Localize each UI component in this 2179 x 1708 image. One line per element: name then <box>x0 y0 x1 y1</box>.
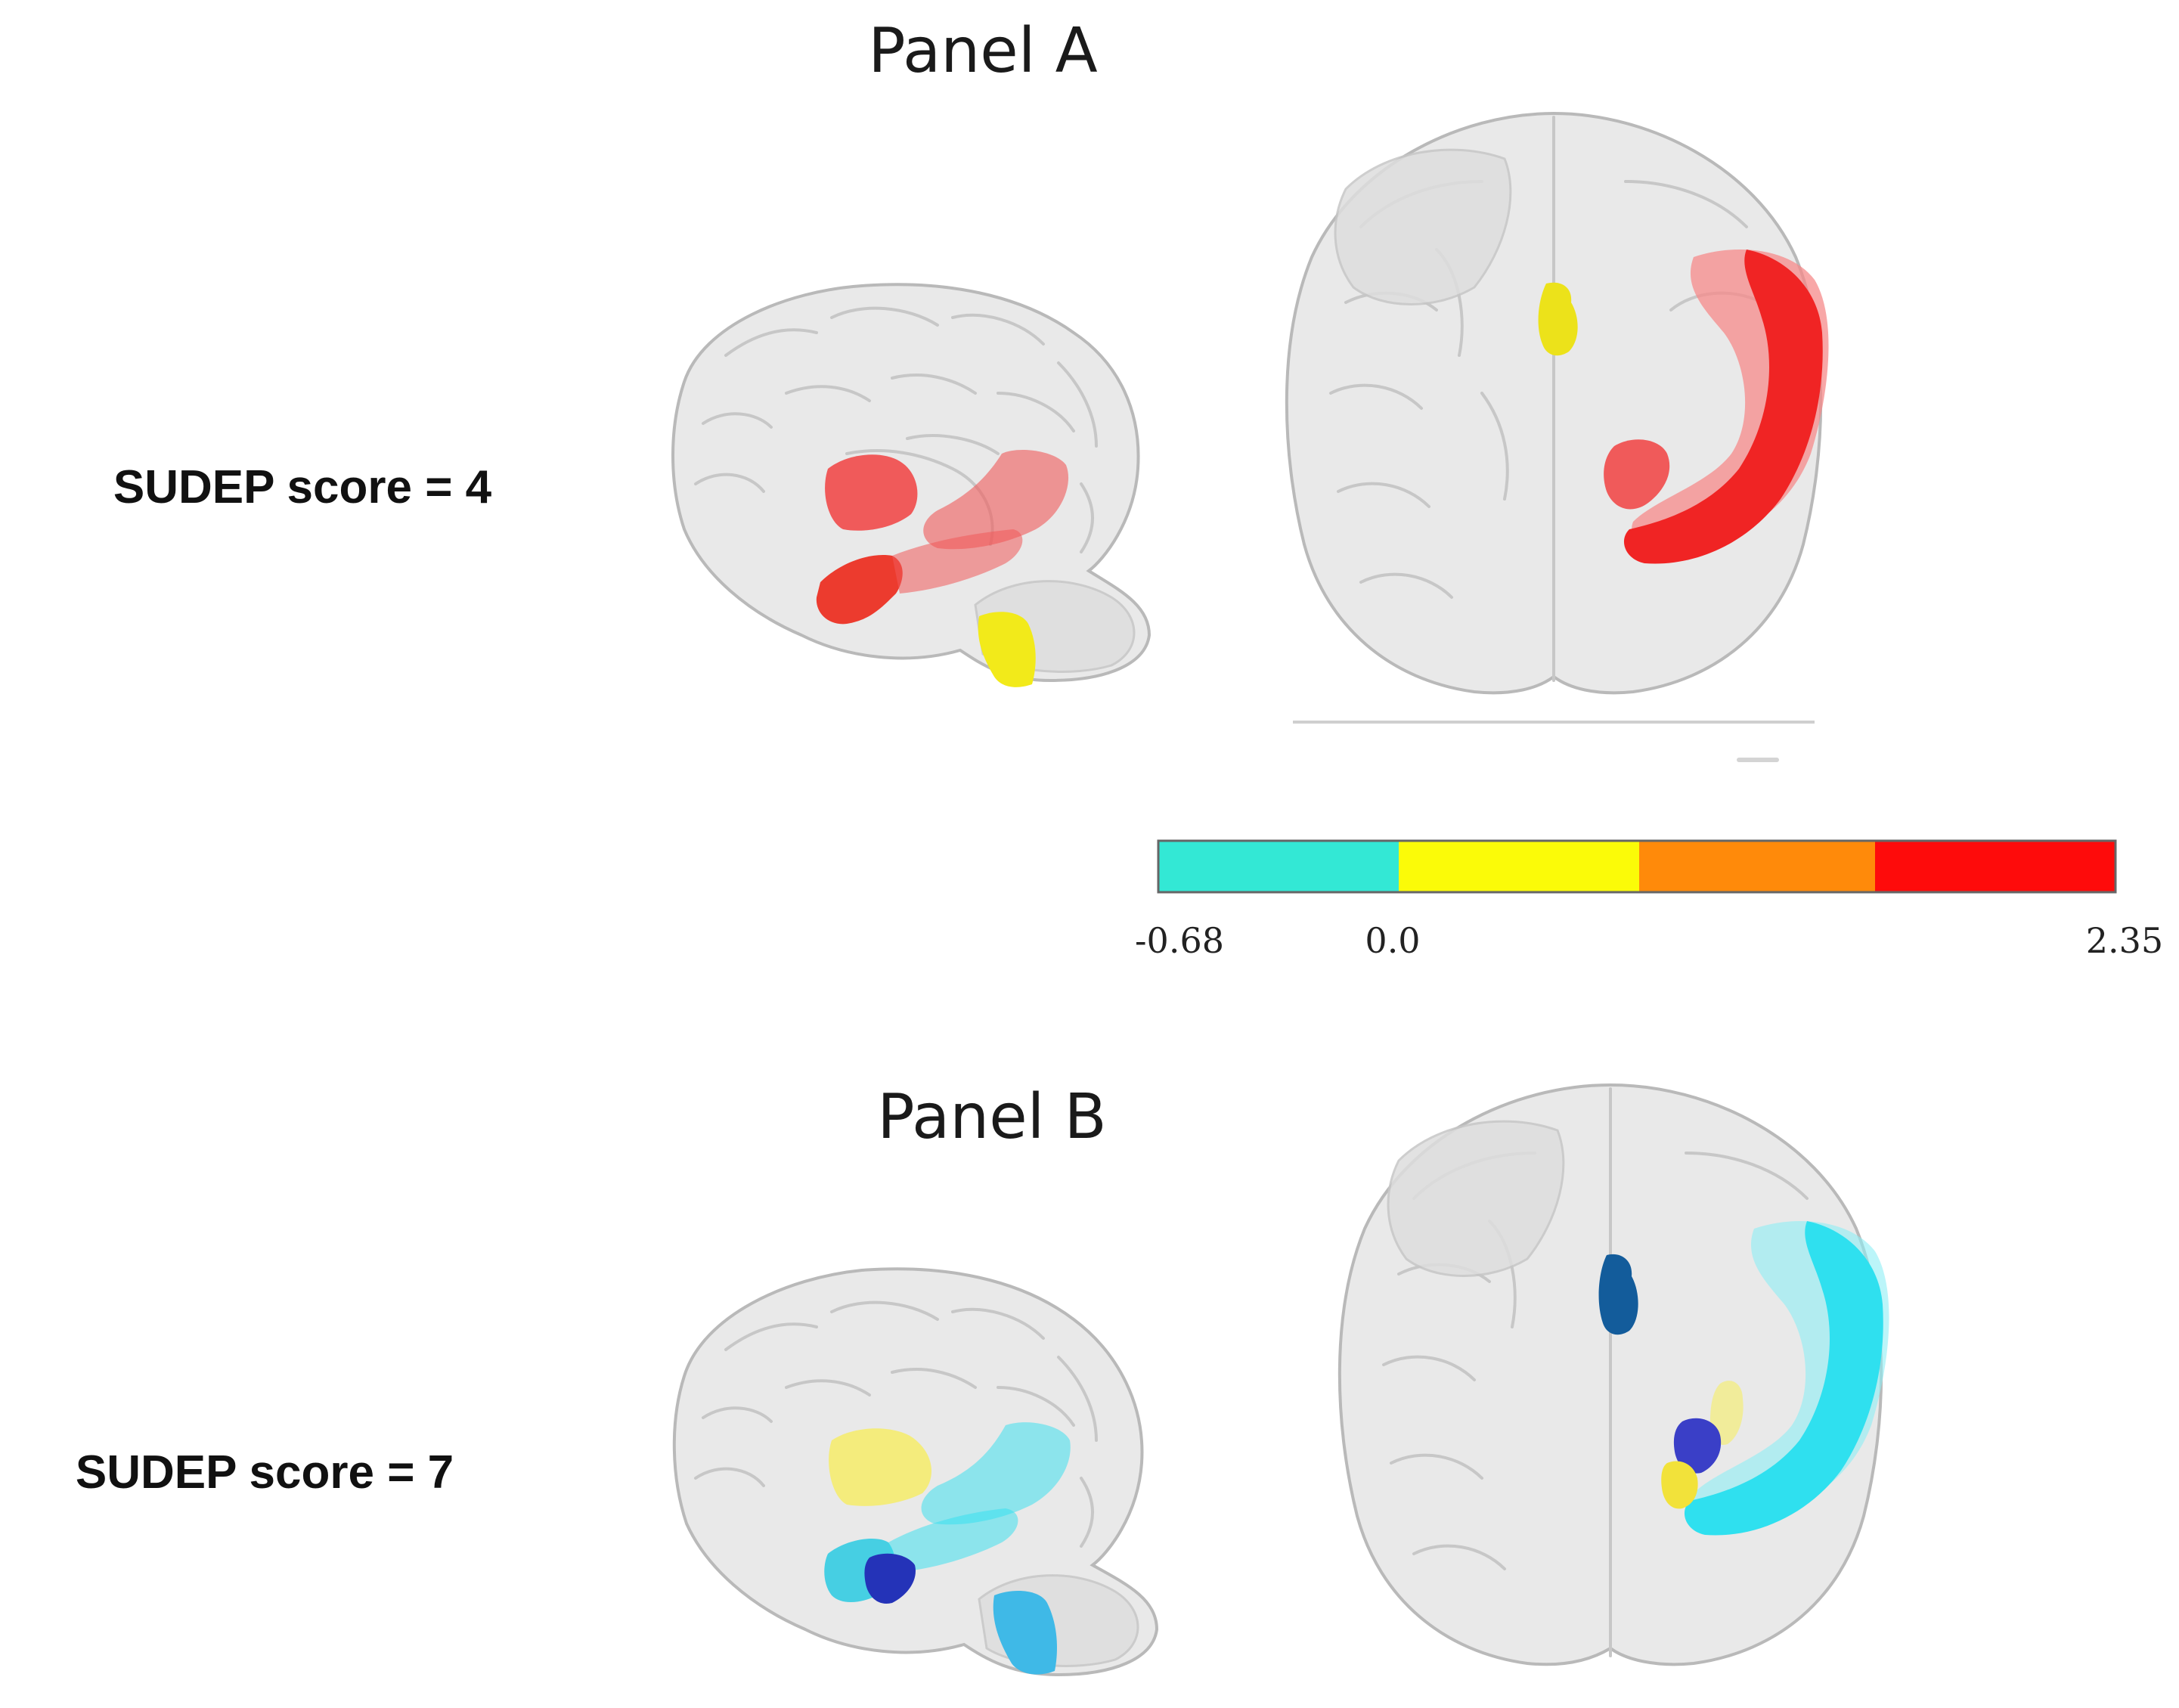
panel-b-title: Panel B <box>877 1081 1107 1153</box>
colorbar-segment-orange <box>1639 841 1875 892</box>
region-posterior-structure <box>978 612 1036 687</box>
region-posterior-structure <box>993 1591 1057 1675</box>
region-temporal-arc <box>1623 250 1823 564</box>
region-insula-posterior <box>923 450 1069 550</box>
panel-a-title: Panel A <box>868 15 1097 87</box>
region-small-structure-mid <box>1673 1418 1722 1474</box>
panel-a-axial-regions <box>1538 250 1829 564</box>
colorbar-tick-min: -0.68 <box>1135 920 1224 961</box>
sagittal-gyri-lines <box>694 1300 1098 1548</box>
colorbar-frame <box>1157 839 2117 894</box>
sagittal-gyri-lines <box>694 306 1098 553</box>
panel-b-sagittal-regions <box>824 1422 1071 1675</box>
colorbar: -0.68 0.0 2.35 <box>1135 839 2163 961</box>
region-temporal-arc <box>1684 1221 1883 1536</box>
colorbar-segment-yellow <box>1399 841 1639 892</box>
axial-frontal-lobe-left <box>1387 1120 1565 1277</box>
region-hippocampus-tail <box>888 1508 1018 1573</box>
region-insula-posterior <box>921 1422 1071 1525</box>
region-insula <box>829 1428 931 1506</box>
region-deep-structure <box>864 1553 916 1604</box>
region-midline-structure <box>1538 282 1578 356</box>
colorbar-tick-max: 2.35 <box>2086 920 2163 961</box>
panel-a-score-label: SUDEP score = 4 <box>113 461 492 513</box>
panel-b-axial-regions <box>1598 1221 1889 1536</box>
region-amygdala-hippocampus <box>816 555 903 625</box>
region-small-structure-top <box>1709 1381 1744 1445</box>
panel-b-score-label: SUDEP score = 7 <box>76 1446 454 1499</box>
panel-b: Panel B SUDEP score = 7 <box>76 1081 1889 1677</box>
region-hippocampus-tail <box>892 529 1023 594</box>
region-small-structure-low <box>1661 1461 1698 1509</box>
colorbar-segment-cyan <box>1158 841 1399 892</box>
panel-b-axial-brain <box>1337 1083 1883 1666</box>
axial-frontal-lobe-left <box>1334 148 1512 305</box>
colorbar-tick-zero: 0.0 <box>1365 920 1420 961</box>
region-temporal-pole <box>1604 439 1670 510</box>
colorbar-segment-red <box>1875 841 2115 892</box>
panel-a: Panel A SUDEP score = 4 <box>113 15 1829 762</box>
panel-a-sagittal-regions <box>816 450 1069 687</box>
region-midline-structure <box>1598 1254 1638 1335</box>
region-insula <box>825 454 918 531</box>
